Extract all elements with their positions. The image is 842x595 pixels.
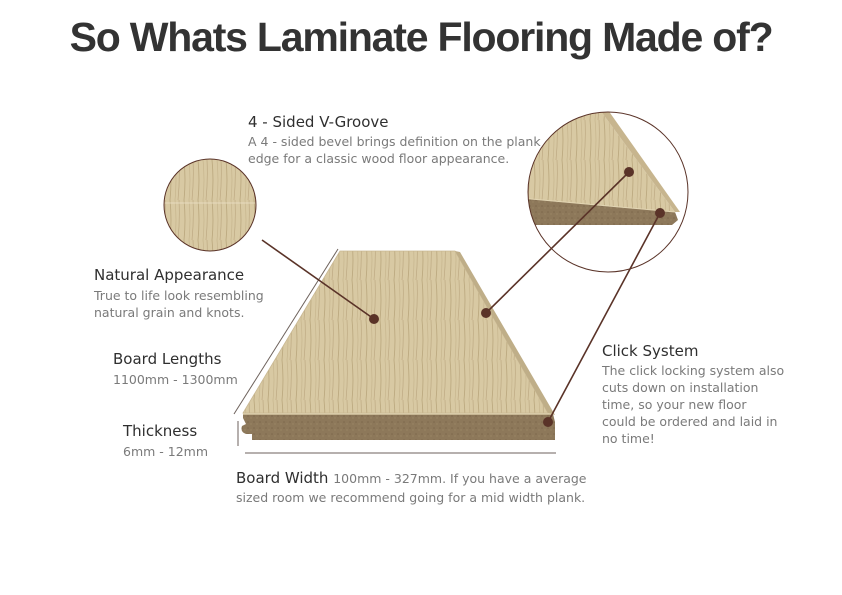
page-title: So Whats Laminate Flooring Made of? [69, 14, 774, 60]
thickness-heading: Thickness [123, 422, 198, 440]
click-system-dot [543, 417, 553, 427]
natural-appearance-dot [369, 314, 379, 324]
plank-illustration [241, 250, 555, 440]
v-groove-dot [481, 308, 491, 318]
edge-closeup-circle [527, 111, 689, 273]
click-system-desc-line-1: The click locking system also [602, 363, 785, 378]
thickness-value: 6mm - 12mm [123, 444, 209, 459]
board-width-heading: Board Width [236, 469, 329, 487]
grain-closeup-circle [163, 158, 257, 252]
natural-appearance-heading: Natural Appearance [94, 266, 245, 284]
v-groove-desc-line-2: edge for a classic wood floor appearance… [248, 151, 510, 166]
click-system-desc-line-3: time, so your new floor [602, 397, 747, 412]
click-system-desc-line-5: no time! [602, 431, 655, 446]
board-width-desc-line-1: 100mm - 327mm. If you have a average [333, 471, 587, 486]
board-width-desc-line-2: sized room we recommend going for a mid … [236, 490, 586, 505]
click-system-heading: Click System [602, 342, 699, 360]
v-groove-desc-line-1: A 4 - sided bevel brings definition on t… [248, 134, 541, 149]
natural-appearance-desc-line-2: natural grain and knots. [94, 305, 245, 320]
v-groove-heading: 4 - Sided V-Groove [248, 113, 389, 131]
v-groove-closeup-dot [624, 167, 634, 177]
click-system-desc-line-2: cuts down on installation [602, 380, 759, 395]
board-length-line [233, 248, 339, 415]
board-width-line-1: Board Width 100mm - 327mm. If you have a… [236, 469, 587, 488]
board-lengths-value: 1100mm - 1300mm [113, 372, 238, 387]
board-lengths-heading: Board Lengths [113, 350, 222, 368]
click-closeup-dot [655, 208, 665, 218]
natural-appearance-desc-line-1: True to life look resembling [94, 288, 264, 303]
click-system-desc-line-4: could be ordered and laid in [602, 414, 778, 429]
